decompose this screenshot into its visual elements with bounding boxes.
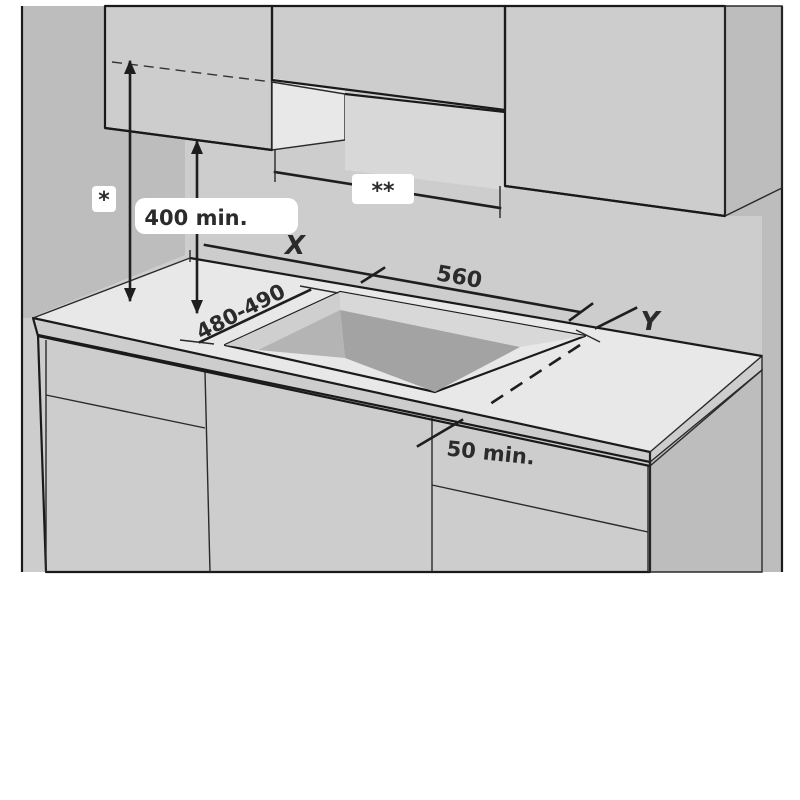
x-dimension-label: X bbox=[283, 231, 307, 261]
y-dimension: Y bbox=[575, 306, 663, 343]
clearance-label-box bbox=[352, 174, 414, 204]
x-dimension: X bbox=[189, 231, 374, 277]
min-height-label-box bbox=[135, 198, 298, 234]
y-dimension-label: Y bbox=[641, 307, 663, 337]
upper-cabinet-right bbox=[503, 4, 783, 218]
height-marker-label: * bbox=[98, 188, 110, 213]
reference-dashed-line bbox=[111, 61, 273, 83]
base-cabinets bbox=[36, 333, 763, 574]
hob-cutout bbox=[223, 290, 587, 394]
clearance-dimension: ** bbox=[273, 150, 502, 218]
height-dimension: * bbox=[92, 60, 136, 302]
height-marker-box bbox=[92, 186, 116, 212]
clearance-marker-label: ** bbox=[371, 179, 395, 204]
min-height-label: 400 min. bbox=[144, 206, 247, 230]
min-height-dimension: 400 min. bbox=[135, 140, 298, 314]
